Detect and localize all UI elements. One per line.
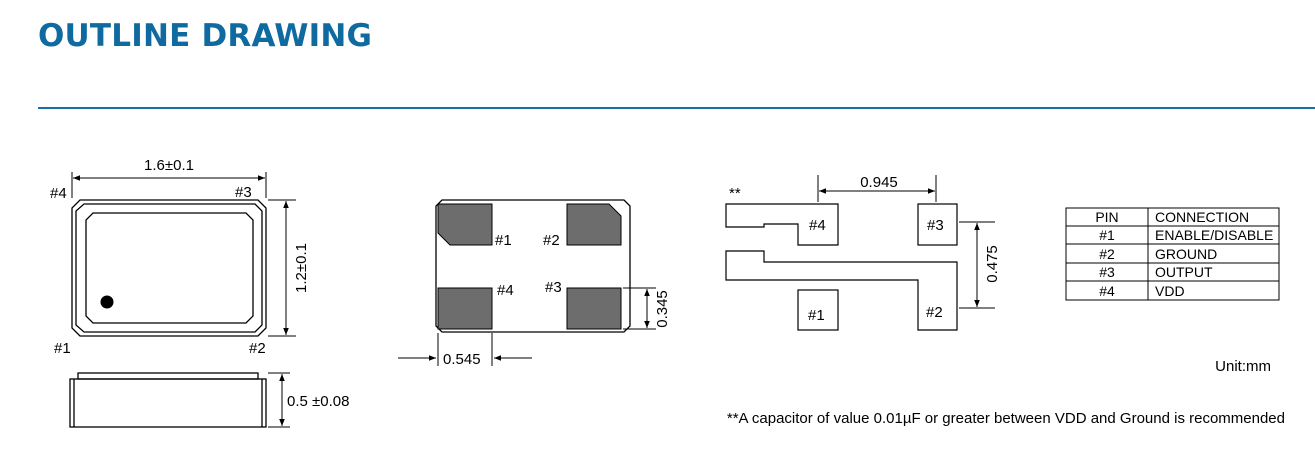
side-view-height-dim: 0.5 ±0.08 bbox=[287, 393, 349, 410]
bottom-pad-3 bbox=[566, 287, 622, 330]
bottom-view-body bbox=[435, 199, 631, 333]
bottom-view-pin3-label: #3 bbox=[545, 279, 562, 296]
side-view bbox=[69, 372, 267, 428]
unit-label: Unit:mm bbox=[1215, 358, 1271, 375]
pin1-indicator-dot bbox=[100, 295, 114, 309]
top-view-pin3-label: #3 bbox=[235, 184, 252, 201]
bottom-pad-2 bbox=[566, 203, 622, 246]
land-pad-2-trace bbox=[725, 250, 958, 331]
top-view-pin2-label: #2 bbox=[249, 340, 266, 357]
page-title: OUTLINE DRAWING bbox=[38, 18, 373, 54]
land-pin3-label: #3 bbox=[927, 217, 944, 234]
land-pin4-label: #4 bbox=[809, 217, 826, 234]
bottom-view-pin4-label: #4 bbox=[497, 282, 514, 299]
land-gap-dim: 0.475 bbox=[984, 245, 1001, 283]
top-view-middle bbox=[75, 203, 263, 333]
top-view-pin4-label: #4 bbox=[50, 185, 67, 202]
top-view-outer bbox=[71, 199, 267, 337]
table-header-pin: PIN bbox=[1095, 209, 1118, 225]
top-view-height-dim: 1.2±0.1 bbox=[293, 243, 310, 293]
table-row-2-pin: #2 bbox=[1099, 246, 1115, 262]
title-divider bbox=[38, 107, 1315, 109]
footnote: **A capacitor of value 0.01µF or greater… bbox=[727, 410, 1285, 427]
top-view-inner bbox=[85, 212, 254, 324]
side-view-lid bbox=[77, 372, 259, 380]
bottom-view-pin2-label: #2 bbox=[543, 232, 560, 249]
table-row-1-pin: #1 bbox=[1099, 227, 1115, 243]
land-marker: ** bbox=[729, 185, 741, 202]
table-header-connection: CONNECTION bbox=[1155, 209, 1249, 225]
table-row-3-pin: #3 bbox=[1099, 264, 1115, 280]
top-view-width-dim: 1.6±0.1 bbox=[144, 157, 194, 174]
table-row-2-connection: GROUND bbox=[1155, 246, 1217, 262]
land-pin1-label: #1 bbox=[808, 307, 825, 324]
table-row-4-pin: #4 bbox=[1099, 283, 1115, 299]
bottom-view-pad-width-dim: 0.545 bbox=[443, 351, 481, 368]
land-pin2-label: #2 bbox=[926, 304, 943, 321]
bottom-pad-1 bbox=[437, 203, 493, 246]
land-pattern bbox=[725, 203, 958, 331]
land-pad-1 bbox=[797, 289, 839, 331]
land-pad-4-trace bbox=[725, 203, 839, 246]
table-row-4-connection: VDD bbox=[1155, 283, 1185, 299]
pin-connection-table bbox=[1065, 207, 1280, 301]
table-row-1-connection: ENABLE/DISABLE bbox=[1155, 227, 1273, 243]
bottom-view-pin1-label: #1 bbox=[495, 232, 512, 249]
table-row-3-connection: OUTPUT bbox=[1155, 264, 1213, 280]
land-pitch-dim: 0.945 bbox=[860, 174, 898, 191]
top-view-pin1-label: #1 bbox=[54, 340, 71, 357]
bottom-view-pad-height-dim: 0.345 bbox=[654, 290, 671, 328]
side-view-body bbox=[69, 378, 267, 428]
bottom-pad-4 bbox=[437, 287, 493, 330]
land-pad-3 bbox=[917, 203, 958, 246]
top-view bbox=[71, 199, 267, 337]
